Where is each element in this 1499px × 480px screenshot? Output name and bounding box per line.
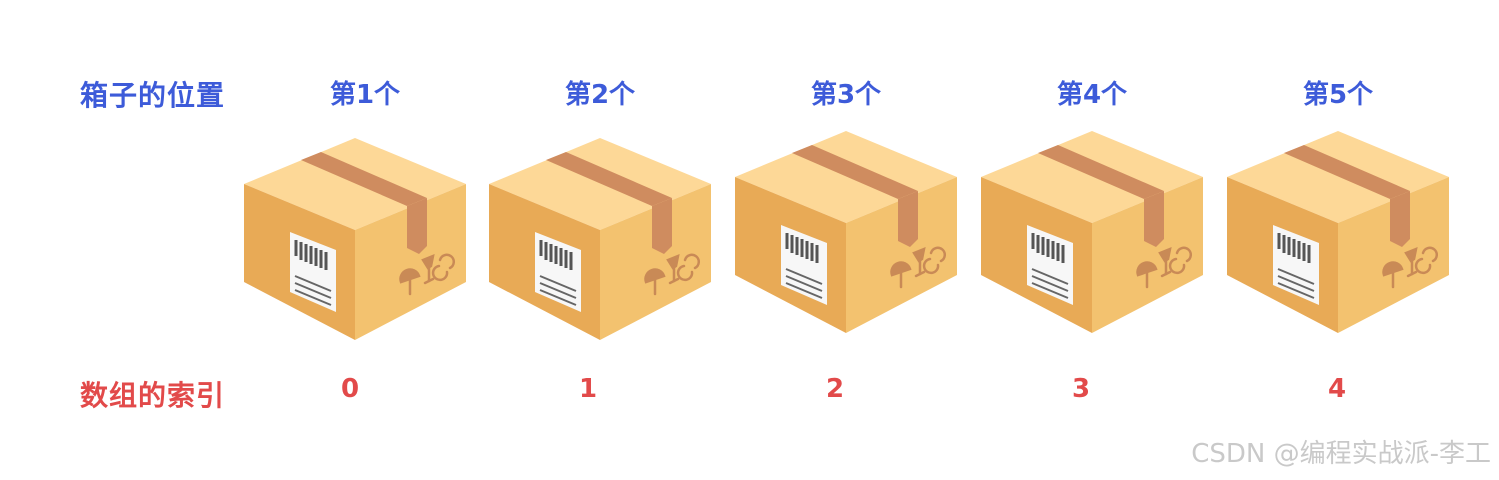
box-position-label: 第1个 <box>329 80 401 110</box>
cardboard-box-icon <box>735 129 957 335</box>
box-position-label: 第3个 <box>810 80 882 110</box>
array-index-label: 2 <box>825 374 845 404</box>
cardboard-box-icon <box>489 136 711 342</box>
index-row-label: 数组的索引 <box>80 379 226 412</box>
position-row-label: 箱子的位置 <box>80 79 226 112</box>
box-position-label: 第4个 <box>1056 80 1128 110</box>
array-index-label: 0 <box>340 374 360 404</box>
box-position-label: 第5个 <box>1302 80 1374 110</box>
cardboard-box-icon <box>981 129 1203 335</box>
cardboard-box-icon <box>1227 129 1449 335</box>
array-index-label: 4 <box>1327 374 1347 404</box>
array-index-label: 1 <box>578 374 598 404</box>
cardboard-box-icon <box>244 136 466 342</box>
watermark: CSDN @编程实战派-李工 <box>1191 439 1491 469</box>
array-index-label: 3 <box>1071 374 1091 404</box>
box-position-label: 第2个 <box>564 80 636 110</box>
